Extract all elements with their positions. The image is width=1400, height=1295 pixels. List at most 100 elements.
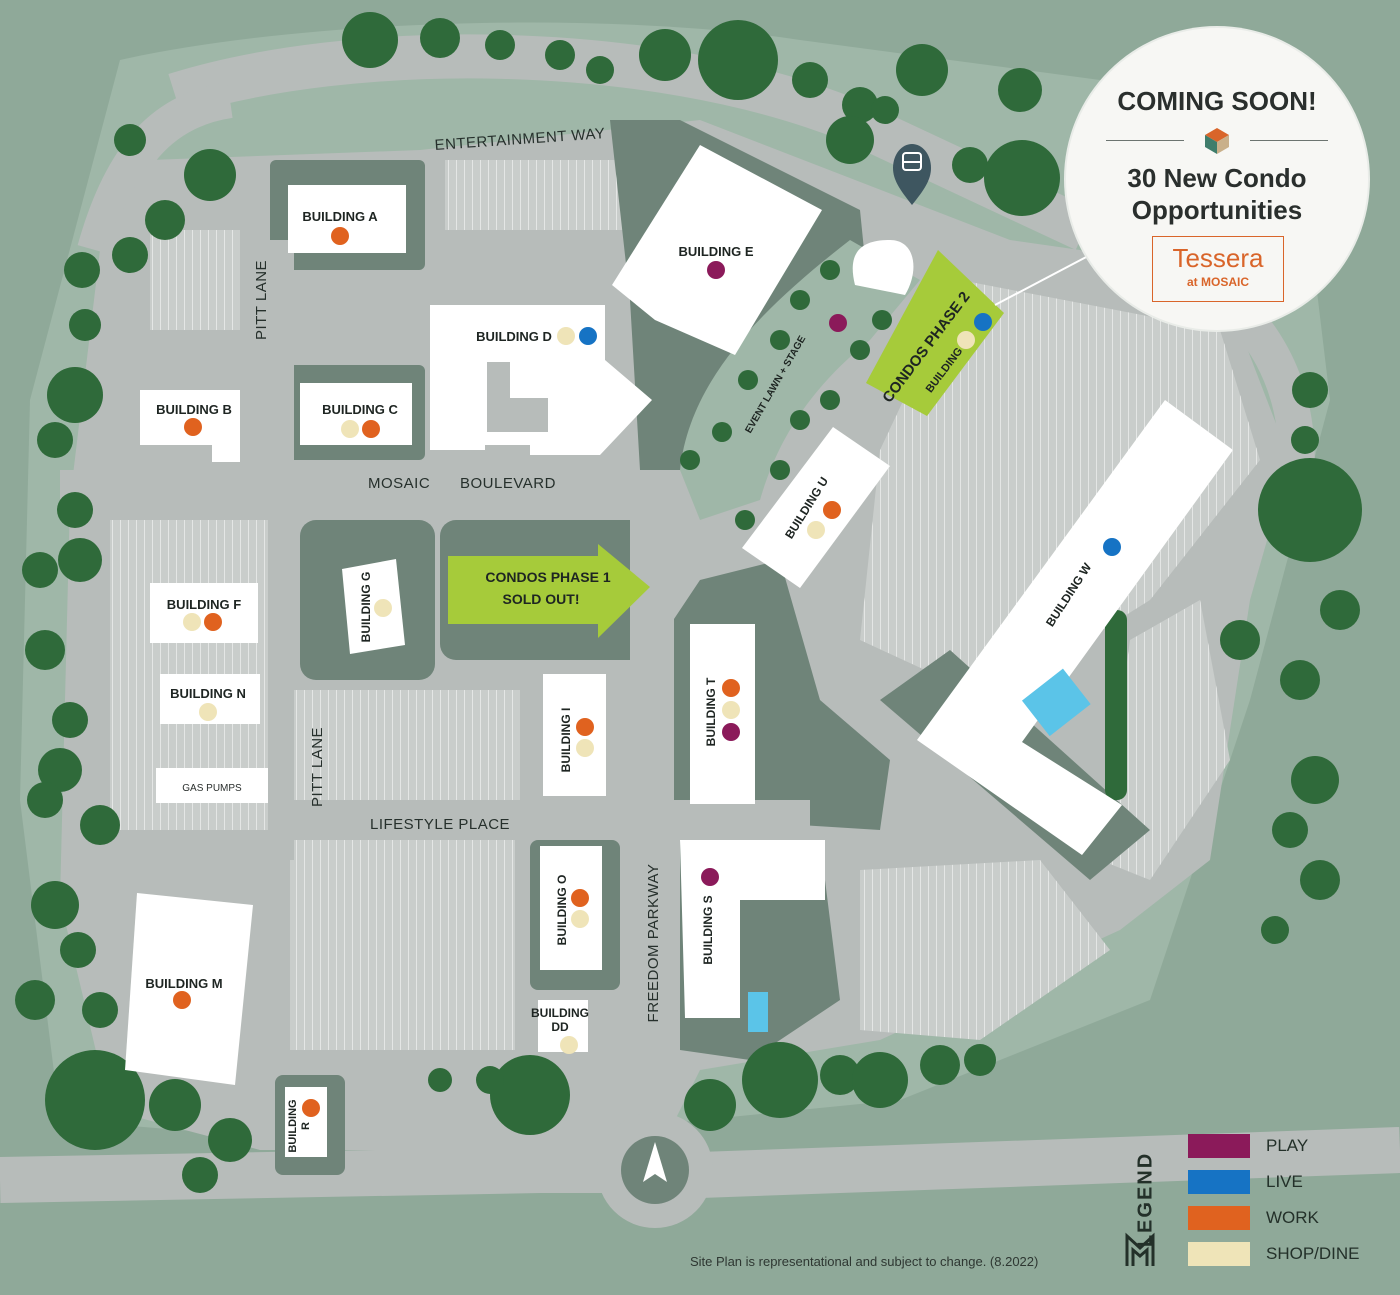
promo-line-2: Opportunities	[1131, 195, 1303, 225]
live-marker	[1103, 538, 1121, 556]
street-pitt-lane-south: PITT LANE	[309, 727, 326, 807]
lifestyle-place-road	[270, 800, 810, 838]
work-marker	[184, 418, 202, 436]
legend-label: PLAY	[1266, 1136, 1309, 1155]
perimeter-road-south-east	[699, 1127, 1400, 1198]
building-g-label: BUILDING G	[359, 572, 373, 643]
shop-dine-marker	[183, 613, 201, 631]
live-marker	[579, 327, 597, 345]
building-a-label: BUILDING A	[302, 209, 378, 224]
perimeter-road-west	[77, 82, 234, 255]
street-lifestyle-place: LIFESTYLE PLACE	[370, 816, 510, 833]
building-d-label: BUILDING D	[476, 329, 552, 344]
coming-soon-promo[interactable]: COMING SOON! 30 New Condo Opportunities …	[1066, 28, 1368, 330]
street-pitt-lane-north: PITT LANE	[253, 260, 270, 340]
mosaic-logo-icon	[1125, 1232, 1155, 1266]
use-markers	[173, 227, 1121, 1117]
shop-dine-marker	[199, 703, 217, 721]
shop-dine-marker	[374, 599, 392, 617]
work-marker	[302, 1099, 320, 1117]
shop-dine-marker	[557, 327, 575, 345]
shop-dine-marker	[957, 331, 975, 349]
mosaic-boulevard-road	[60, 470, 760, 506]
condos-phase-2-building-v[interactable]	[866, 250, 1004, 416]
bus-stop-icon[interactable]	[893, 144, 931, 205]
building-d[interactable]	[430, 305, 652, 455]
building-i-label: BUILDING I	[559, 708, 573, 773]
building-b-label: BUILDING B	[156, 402, 232, 417]
condos-phase-1-label-line1: CONDOS PHASE 1	[485, 569, 610, 585]
building-c-label: BUILDING C	[322, 402, 398, 417]
promo-line-1: 30 New Condo	[1127, 163, 1307, 193]
work-marker	[571, 889, 589, 907]
event-lawn	[680, 240, 920, 520]
building-t[interactable]	[690, 624, 755, 804]
building-s[interactable]	[680, 840, 825, 1018]
building-dd-label-line1: BUILDING	[531, 1006, 589, 1020]
shop-dine-marker	[722, 701, 740, 719]
building-o[interactable]	[540, 846, 602, 970]
shop-dine-marker	[560, 1036, 578, 1054]
building-m[interactable]	[125, 893, 253, 1085]
stage	[852, 240, 914, 295]
tree-cluster	[15, 12, 1362, 1193]
building-b-annex	[212, 430, 240, 462]
building-dd-label-line2: DD	[551, 1020, 569, 1034]
building-r[interactable]	[285, 1087, 327, 1157]
work-marker	[722, 679, 740, 697]
work-marker	[362, 420, 380, 438]
parking-lot	[290, 840, 515, 1050]
building-o-label: BUILDING O	[555, 875, 569, 946]
gas-pumps-label: GAS PUMPS	[182, 783, 242, 794]
promo-divider-right	[1250, 140, 1328, 141]
building-n-label: BUILDING N	[170, 686, 246, 701]
building-s-label: BUILDING S	[701, 895, 715, 964]
parking-lot	[290, 690, 520, 800]
tessera-logo[interactable]: Tessera at MOSAIC	[1152, 236, 1284, 302]
building-r-label-line1: BUILDING	[287, 1099, 299, 1152]
legend-swatch	[1188, 1170, 1250, 1194]
condos-phase-1-arrow[interactable]	[448, 544, 650, 638]
building-g[interactable]	[342, 559, 405, 654]
legend-swatch	[1188, 1206, 1250, 1230]
shop-dine-marker	[341, 420, 359, 438]
building-u[interactable]	[742, 427, 890, 588]
promo-leader-line	[994, 254, 1091, 306]
street-mosaic: MOSAIC	[368, 475, 430, 492]
promo-divider-left	[1106, 140, 1184, 141]
street-boulevard: BOULEVARD	[460, 475, 556, 492]
promo-headline: COMING SOON!	[1117, 86, 1317, 116]
play-marker	[707, 261, 725, 279]
play-marker	[829, 314, 847, 332]
building-f[interactable]	[150, 583, 258, 643]
building-e-label: BUILDING E	[678, 244, 753, 259]
building-t-label: BUILDING T	[704, 677, 718, 746]
legend-label: WORK	[1266, 1208, 1319, 1227]
building-a[interactable]	[288, 185, 406, 253]
work-marker	[823, 501, 841, 519]
pool	[748, 992, 768, 1032]
play-marker	[701, 868, 719, 886]
building-e[interactable]	[612, 145, 822, 355]
compass-icon	[643, 1142, 667, 1182]
pitt-lane-road	[268, 240, 294, 860]
work-marker	[331, 227, 349, 245]
parking-lot	[1100, 600, 1230, 880]
building-i[interactable]	[543, 674, 606, 796]
hedge-row	[1105, 610, 1127, 800]
building-r-label-line2: R	[300, 1122, 312, 1130]
disclaimer: Site Plan is representational and subjec…	[690, 1254, 1039, 1269]
perimeter-road-north	[168, 34, 1095, 250]
tessera-cube-icon	[1205, 128, 1229, 154]
condos-phase-1-label-line2: SOLD OUT!	[503, 591, 580, 607]
building-w[interactable]	[917, 400, 1233, 855]
work-marker	[576, 718, 594, 736]
shop-dine-marker	[576, 739, 594, 757]
gas-pumps[interactable]	[156, 768, 268, 803]
parking-lot	[445, 160, 645, 230]
live-marker	[974, 313, 992, 331]
legend: LEGEND PLAY LIVE WORK SHOP/DINE	[1120, 1128, 1370, 1278]
legend-label: LIVE	[1266, 1172, 1303, 1191]
